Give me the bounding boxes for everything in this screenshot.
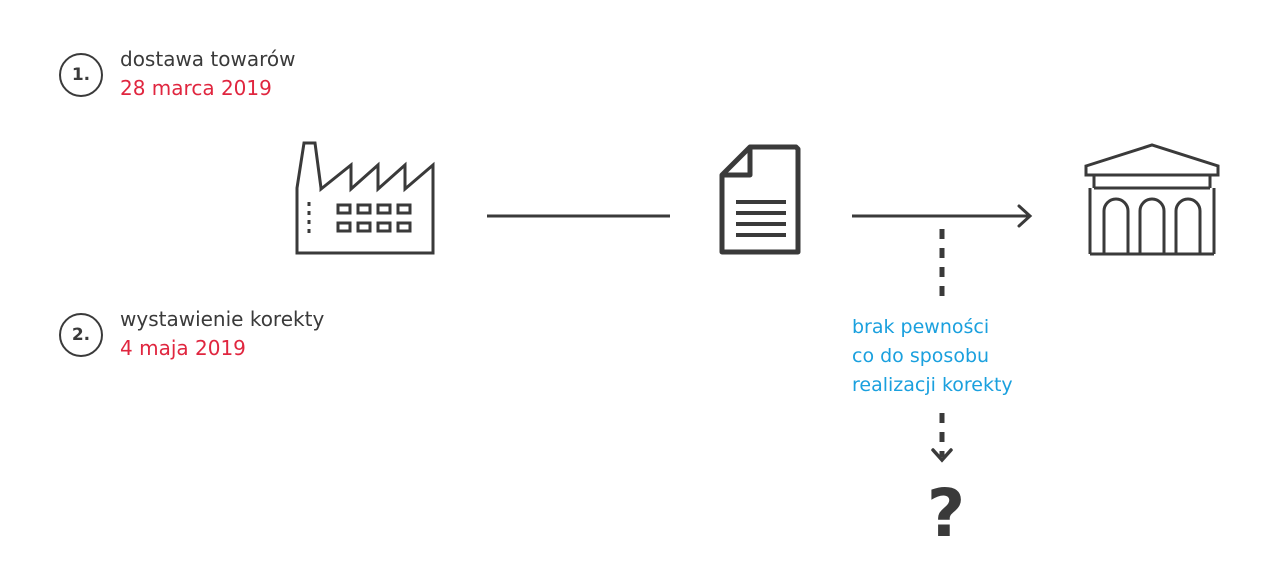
step-2-text: wystawienie korekty 4 maja 2019 — [120, 305, 324, 363]
note-line-2: co do sposobu — [852, 345, 990, 367]
arrow-to-institution — [852, 204, 1033, 228]
institution-icon — [1084, 143, 1220, 256]
document-icon — [719, 144, 801, 255]
uncertainty-note: brak pewności co do sposobu realizacji k… — [852, 313, 1013, 400]
note-line-1: brak pewności — [852, 316, 990, 338]
dashed-branch-lower-arrow — [931, 413, 953, 463]
step-1-number-badge: 1. — [59, 53, 103, 97]
step-2-number-badge: 2. — [59, 313, 103, 357]
step-1-text: dostawa towarów 28 marca 2019 — [120, 45, 296, 103]
step-2-date: 4 maja 2019 — [120, 336, 246, 360]
step-1-date: 28 marca 2019 — [120, 76, 272, 100]
note-line-3: realizacji korekty — [852, 374, 1013, 396]
factory-icon — [295, 141, 435, 255]
step-2-label: wystawienie korekty — [120, 307, 325, 331]
question-mark: ? — [926, 475, 966, 552]
step-1-label: dostawa towarów — [120, 47, 296, 71]
